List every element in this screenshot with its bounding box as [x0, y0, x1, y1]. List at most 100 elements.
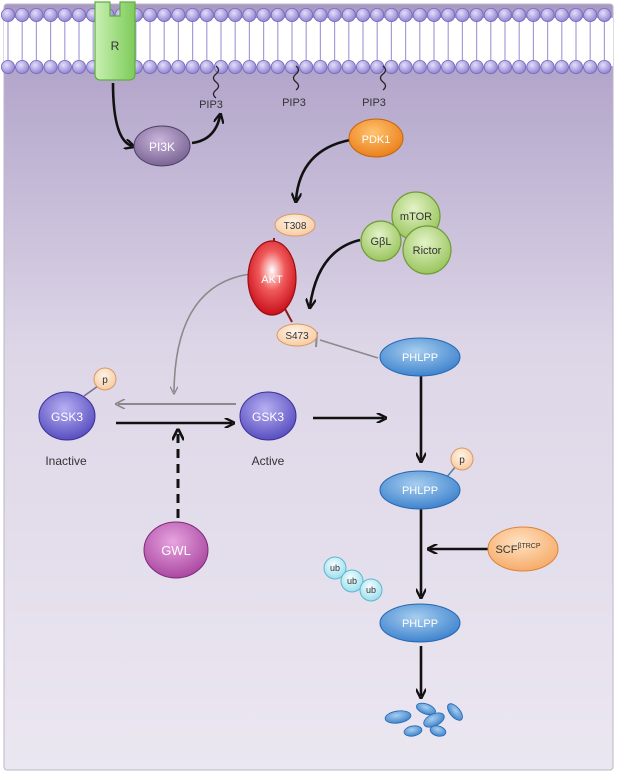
lipid-head	[540, 7, 555, 22]
lipid-head	[213, 60, 228, 75]
lipid-head	[43, 60, 58, 75]
lipid-head	[29, 60, 44, 75]
pi3k-label: PI3K	[149, 140, 175, 154]
lipid-head	[15, 7, 30, 22]
t308-site-label: T308	[284, 221, 307, 232]
phlpp-label: PHLPP	[402, 352, 438, 364]
gbl-label: GβL	[370, 236, 391, 248]
phlpp-phospho-tag: p	[459, 455, 465, 466]
lipid-head	[426, 7, 441, 22]
arrow-pi3k-to-pip3	[191, 116, 220, 145]
lipid-head	[242, 7, 257, 22]
arrow-akt-to-gsk3	[174, 273, 251, 392]
pip3-squiggle	[212, 65, 220, 99]
lipid-head	[370, 7, 385, 22]
lipid-head	[72, 7, 87, 22]
cell-membrane	[1, 7, 613, 75]
lipid-head	[398, 60, 413, 75]
gsk3-inactive-node: p GSK3 Inactive	[38, 367, 117, 468]
lipid-head	[299, 60, 314, 75]
lipid-head	[441, 7, 456, 22]
lipid-head	[554, 60, 569, 75]
lipid-head	[284, 7, 299, 22]
lipid-head	[199, 60, 214, 75]
arrow-mtorc2-to-s473	[310, 238, 361, 306]
lipid-head	[157, 7, 172, 22]
lipid-head	[341, 7, 356, 22]
lipid-head	[171, 60, 186, 75]
s473-site-label: S473	[285, 331, 309, 342]
lipid-head	[583, 60, 598, 75]
lipid-head	[355, 60, 370, 75]
pip3-label-3: PIP3	[362, 97, 386, 109]
lipid-head	[341, 60, 356, 75]
gsk3-active-label: GSK3	[252, 410, 284, 424]
gsk3-active-node: GSK3 Active	[239, 391, 297, 468]
gsk3-inactive-state: Inactive	[45, 454, 87, 468]
pathway-arrows	[111, 82, 488, 696]
lipid-head	[497, 7, 512, 22]
lipid-head	[569, 60, 584, 75]
gsk3-phospho-tag: p	[102, 375, 108, 386]
receptor: R	[94, 1, 136, 81]
lipid-head	[213, 7, 228, 22]
lipid-head	[242, 60, 257, 75]
gsk3-inactive-label: GSK3	[51, 410, 83, 424]
arrow-receptor-to-pi3k	[111, 82, 132, 146]
lipid-head	[469, 60, 484, 75]
lipid-head	[57, 7, 72, 22]
lipid-head	[299, 7, 314, 22]
lipid-head	[483, 60, 498, 75]
lipid-head	[497, 60, 512, 75]
phlpp-ubiquitinated-node: PHLPP ub ub ub	[323, 556, 461, 643]
lipid-head	[455, 7, 470, 22]
lipid-head	[512, 7, 527, 22]
lipid-head	[270, 7, 285, 22]
pip3-lipids	[212, 65, 387, 99]
lipid-head	[455, 60, 470, 75]
akt-label: AKT	[261, 274, 283, 286]
ub-tag-3: ub	[366, 585, 376, 595]
lipid-head	[1, 7, 15, 22]
arrow-pdk1-to-t308	[296, 138, 351, 200]
mtor-label: mTOR	[400, 211, 432, 223]
ub-tag-2: ub	[347, 576, 357, 586]
lipid-head	[526, 7, 541, 22]
lipid-head	[1, 60, 15, 75]
lipid-head	[412, 60, 427, 75]
pip3-squiggle	[379, 65, 387, 91]
phlpp-degradation-fragments	[384, 702, 463, 737]
lipid-head	[554, 7, 569, 22]
lipid-head	[583, 7, 598, 22]
inhibition-phlpp-s473	[319, 339, 379, 359]
lipid-head	[540, 60, 555, 75]
gsk3-active-state: Active	[252, 454, 285, 468]
lipid-head	[256, 60, 271, 75]
lipid-head	[72, 60, 87, 75]
lipid-head	[57, 60, 72, 75]
lipid-head	[142, 7, 157, 22]
lipid-head	[43, 7, 58, 22]
lipid-head	[597, 7, 612, 22]
lipid-head	[142, 60, 157, 75]
lipid-head	[185, 60, 200, 75]
akt-node: AKT T308 S473	[247, 213, 318, 347]
lipid-head	[512, 60, 527, 75]
gwl-label: GWL	[161, 543, 191, 558]
phlpp-node: PHLPP	[379, 337, 461, 377]
lipid-head	[426, 60, 441, 75]
phlpp-phospho-label: PHLPP	[402, 485, 438, 497]
pip3-label-1: PIP3	[199, 99, 223, 111]
lipid-head	[370, 60, 385, 75]
lipid-head	[526, 60, 541, 75]
phlpp-ub-label: PHLPP	[402, 618, 438, 630]
lipid-head	[327, 60, 342, 75]
rictor-label: Rictor	[413, 245, 442, 257]
lipid-head	[284, 60, 299, 75]
lipid-head	[29, 7, 44, 22]
lipid-head	[355, 7, 370, 22]
mtorc2-complex: mTOR GβL Rictor	[360, 191, 452, 275]
lipid-head	[327, 7, 342, 22]
